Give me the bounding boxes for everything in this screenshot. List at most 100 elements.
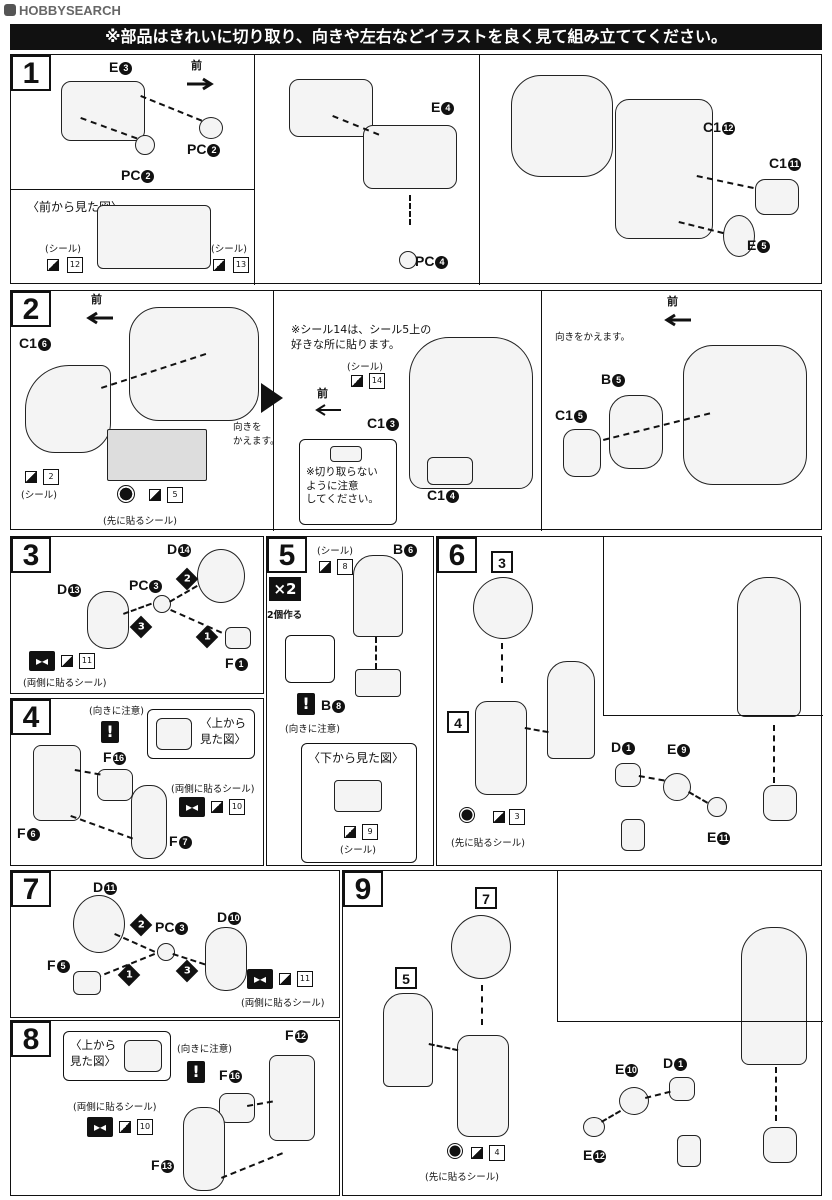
part-e10 (619, 1087, 649, 1115)
ref-step-4: 4 (447, 711, 469, 733)
ref-step-7: 7 (475, 887, 497, 909)
dashed-arrow (114, 933, 156, 953)
both-sides-icon: ▸◂ (179, 797, 205, 817)
front-arrow-icon (315, 404, 341, 416)
seal-label: (シール) (347, 362, 383, 373)
dashed-arrow (140, 95, 203, 122)
part-d10 (205, 927, 247, 991)
turn-label: 向きを かえます。 (233, 422, 280, 447)
part-pc3 (157, 943, 175, 961)
both-sides-label: (両側に貼るシール) (171, 784, 255, 795)
seal-number: 9 (362, 824, 378, 840)
seal-label: (シール) (211, 244, 247, 255)
ref-step-3: 3 (491, 551, 513, 573)
seal-number: 4 (489, 1145, 505, 1161)
part-f5 (73, 971, 101, 995)
front-label: 前 (317, 387, 328, 400)
dashed-arrow (481, 985, 483, 1025)
seal-icon (493, 811, 505, 823)
part-f13 (183, 1107, 225, 1191)
top-view-label: 〈上から 見た図〉 (70, 1038, 116, 1068)
top-view-label: 〈上から 見た図〉 (200, 716, 246, 746)
part-c15 (563, 429, 601, 477)
step-number: 4 (11, 699, 51, 735)
divider (479, 55, 480, 285)
part-b6 (353, 555, 403, 637)
seal-icon (211, 801, 223, 813)
watermark: HOBBYSEARCH (4, 3, 121, 18)
top-view-box: 〈上から 見た図〉 (147, 709, 255, 759)
part-c11 (755, 179, 799, 215)
detail-drawing (677, 1135, 701, 1167)
part-f1 (225, 627, 251, 649)
dashed-arrow (375, 637, 377, 669)
dashed-arrow (645, 1090, 671, 1099)
front-arrow-icon (187, 77, 214, 91)
part-e5 (723, 215, 755, 257)
part-e11 (707, 797, 727, 817)
seal-label: (シール) (45, 244, 81, 255)
divider (273, 291, 274, 531)
seal-label: (シール) (340, 845, 376, 856)
seal-icon (213, 259, 225, 271)
assembly-body (683, 345, 807, 485)
divider (557, 871, 558, 1021)
part-b8 (355, 669, 401, 697)
caution-box: ※切り取らない ように注意 してください。 (299, 439, 397, 525)
caution-text: ※切り取らない ように注意 してください。 (306, 466, 379, 506)
dashed-arrow (501, 643, 503, 683)
front-arrow-icon (664, 313, 691, 327)
warning-icon: ! (297, 693, 315, 715)
warning-icon: ! (187, 1061, 205, 1083)
detail-box (285, 635, 335, 683)
dashed-arrow (409, 195, 411, 225)
part-d13 (87, 591, 129, 649)
make-two-label: 2個作る (267, 610, 303, 621)
step-number: 3 (11, 537, 51, 573)
assembly-leg (475, 701, 527, 795)
seal-dot-icon (447, 1143, 463, 1159)
divider (11, 189, 254, 190)
part-e12 (583, 1117, 605, 1137)
seal-number: 14 (369, 373, 385, 389)
assembly-body (511, 75, 613, 177)
part-b5 (609, 395, 663, 469)
step-number: 5 (267, 537, 307, 573)
order-marker: 2 (129, 913, 153, 937)
part-d14 (197, 549, 245, 603)
assembly-armor (383, 993, 433, 1087)
assembly-ankle (763, 785, 797, 821)
part-e3 (61, 81, 145, 141)
seal-number: 10 (137, 1119, 153, 1135)
completed-leg (737, 577, 801, 717)
seal-icon (25, 471, 37, 483)
seal-icon (61, 655, 73, 667)
seal-number: 5 (167, 487, 183, 503)
seal-number: 11 (297, 971, 313, 987)
seal-icon (149, 489, 161, 501)
part-e4 (363, 125, 457, 189)
order-marker: 3 (175, 959, 199, 983)
both-sides-icon: ▸◂ (247, 969, 273, 989)
